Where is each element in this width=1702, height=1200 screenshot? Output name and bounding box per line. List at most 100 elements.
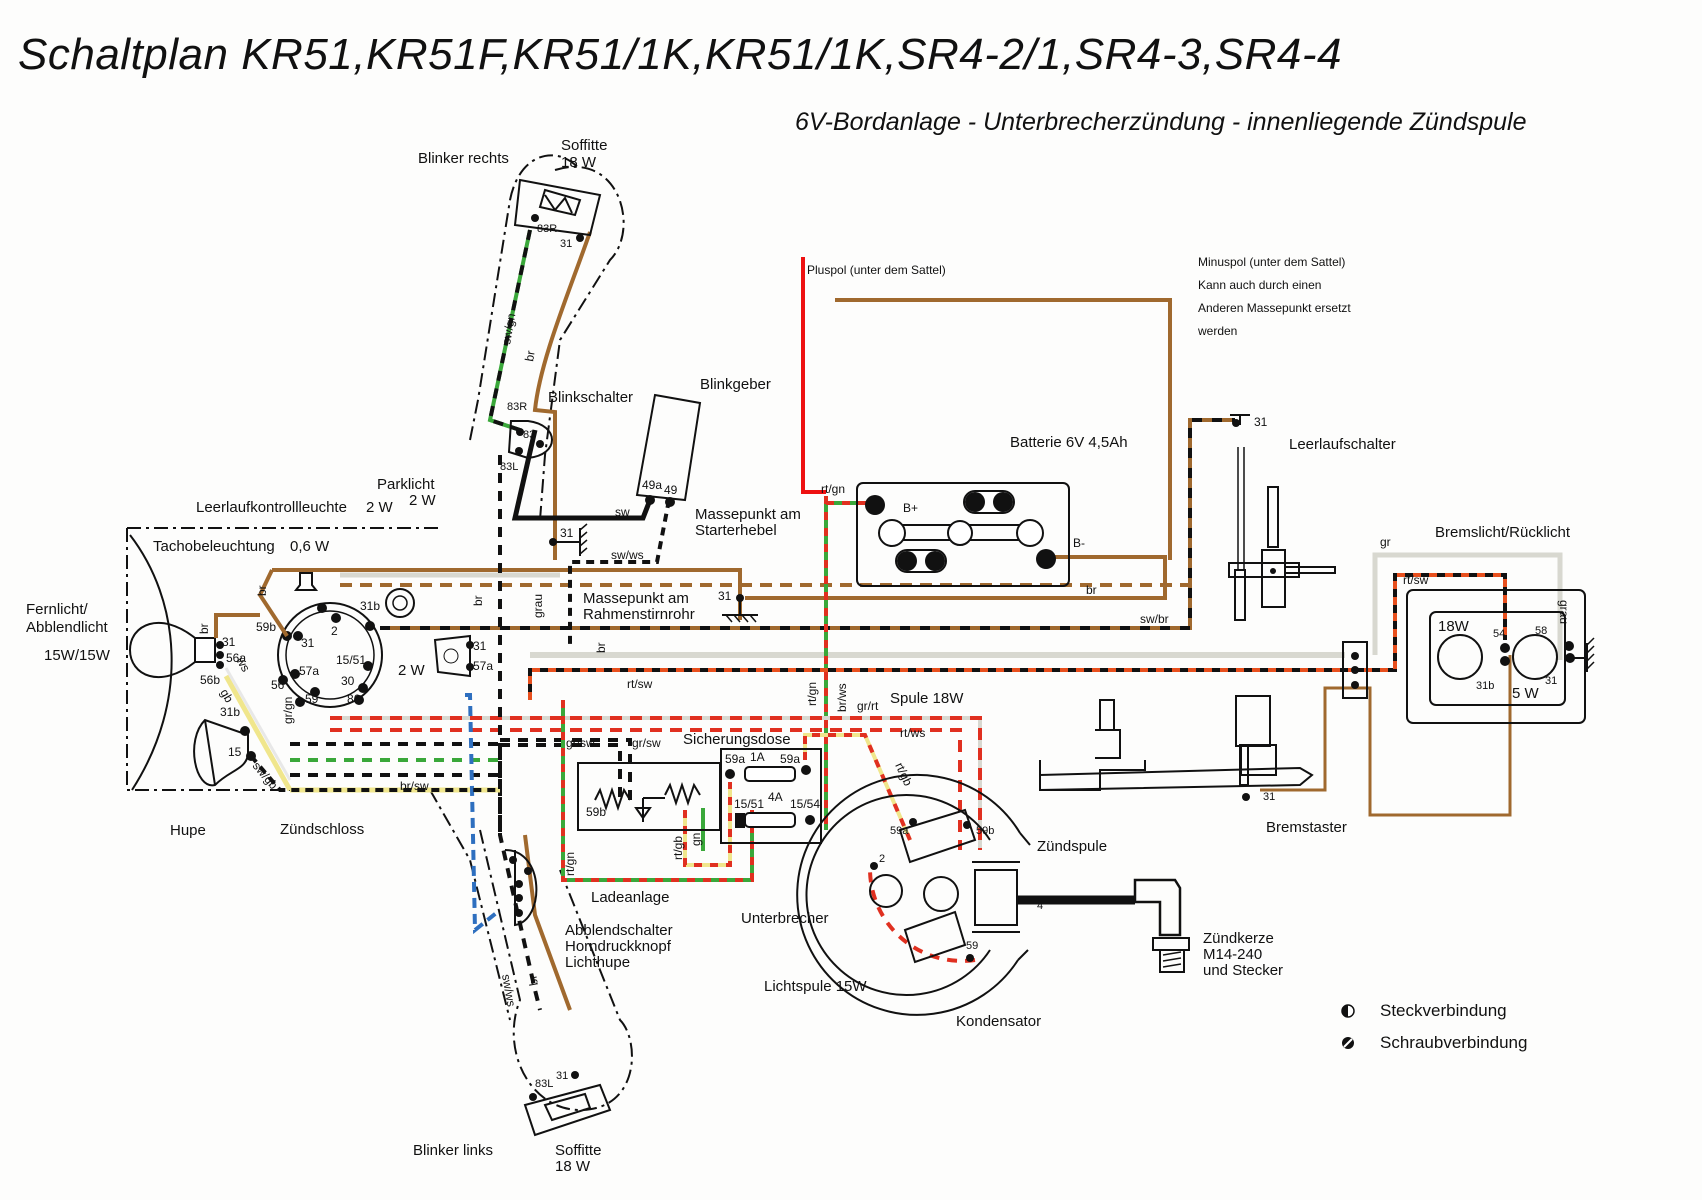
wire-label-br-4: br xyxy=(594,642,608,653)
generator xyxy=(796,773,1031,1016)
wire-label-ws: ws xyxy=(233,654,253,675)
brake-power: 18W xyxy=(1438,618,1470,635)
blinker-right-icon xyxy=(513,178,602,242)
plug-connection-icon xyxy=(1340,1003,1380,1019)
term-31: 31 xyxy=(222,635,236,649)
turn-switch-icon xyxy=(507,420,553,460)
wire-label-rt-gn-low: rt/gn xyxy=(563,852,577,876)
fuse-term-15-51: 15/51 xyxy=(734,797,764,811)
legend: Steckverbindung Schraubverbindung xyxy=(1340,995,1527,1059)
dimmer-switch-icon xyxy=(504,849,538,927)
fuse-4a: 4A xyxy=(768,790,783,804)
wire-label-rt-gb: rt/gb xyxy=(671,836,685,860)
speedo-light-power: 0,6 W xyxy=(290,538,330,555)
legend-screw-label: Schraubverbindung xyxy=(1380,1033,1528,1052)
headlight-power: 15W/15W xyxy=(44,647,111,664)
lock-term-31: 31 xyxy=(301,636,315,650)
charging-label: Ladeanlage xyxy=(591,889,669,906)
spark-plug-icon xyxy=(1133,878,1190,973)
legend-item-plug: Steckverbindung xyxy=(1340,995,1527,1027)
flasher-relay-icon xyxy=(635,393,702,507)
ground-frame-icon xyxy=(722,594,758,623)
wire-label-grau-right: grau xyxy=(1557,600,1571,624)
blinker-right-term-83r: 83R xyxy=(537,223,557,235)
gen-term-59: 59 xyxy=(966,940,978,952)
tail-term-58: 58 xyxy=(1535,625,1547,637)
lock-term-2: 2 xyxy=(331,624,338,638)
speedo-light-label: Tachobeleuchtung xyxy=(153,538,275,555)
fuse-box xyxy=(720,748,822,844)
battery-plus: B+ xyxy=(903,501,918,515)
turn-switch-term-83r: 83R xyxy=(507,401,527,413)
wire-label-sw-ws: sw/ws xyxy=(611,548,644,562)
blinker-left-term-83l: 83L xyxy=(535,1078,553,1090)
ground-starter-label-1: Massepunkt am xyxy=(695,506,801,523)
wire-label-br-1: br xyxy=(255,585,269,596)
wire-label-sw-gn: sw/gn xyxy=(499,312,518,345)
ground-starter-label-2: Starterhebel xyxy=(695,522,777,539)
dimmer-label-2: Horndruckknopf xyxy=(565,938,672,955)
tail-term-31: 31 xyxy=(1545,675,1557,687)
spark-plug-label-2: M14-240 xyxy=(1203,946,1262,963)
wire-label-gr-sw-1: gr/sw xyxy=(566,736,595,750)
dimmer-label-3: Lichthupe xyxy=(565,954,630,971)
wire-label-sw: sw xyxy=(615,505,630,519)
ground-starter-icon xyxy=(549,523,588,556)
capacitor-label: Kondensator xyxy=(956,1013,1041,1030)
parklicht-power: 2 W xyxy=(409,492,437,509)
horn-term-31b: 31b xyxy=(220,705,240,719)
wire-label-rt-gn-mid: rt/gn xyxy=(805,682,819,706)
neutral-switch-icon xyxy=(1228,414,1336,621)
tail-term-54: 54 xyxy=(1493,628,1505,640)
legend-plug-label: Steckverbindung xyxy=(1380,1001,1507,1020)
turn-switch-term-83l: 83L xyxy=(500,461,518,473)
lock-term-86: 86 xyxy=(347,692,361,706)
headlight-label-1: Fernlicht/ xyxy=(26,601,89,618)
parking-light-icon xyxy=(433,634,474,678)
spule-label: Spule 18W xyxy=(890,690,964,707)
blinker-left-power: 18 W xyxy=(555,1158,591,1175)
blinker-left-term-31: 31 xyxy=(556,1070,568,1082)
lock-label: Zündschloss xyxy=(280,821,364,838)
dimmer-label-1: Abblendschalter xyxy=(565,922,673,939)
term-56a: 56a xyxy=(226,651,246,665)
lock-term-59b: 59b xyxy=(256,620,276,634)
gen-term-59b: 59b xyxy=(976,825,994,837)
tail-term-31b: 31b xyxy=(1476,680,1494,692)
minuspol-line2: Kann auch durch einen xyxy=(1198,278,1321,292)
neutral-switch-term: 31 xyxy=(1254,415,1268,429)
lock-term-56: 56 xyxy=(271,678,285,692)
wire-label-grau: grau xyxy=(531,594,545,618)
wire-label-sw-br: sw/br xyxy=(1140,612,1169,626)
minuspol-line3: Anderen Massepunkt ersetzt xyxy=(1198,301,1351,315)
wire-label-gb: gb xyxy=(217,687,236,706)
spark-plug-label-3: und Stecker xyxy=(1203,962,1283,979)
turn-switch-term-83: 83 xyxy=(523,429,535,441)
flasher-label: Blinkgeber xyxy=(700,376,771,393)
blinker-left-bulb: Soffitte xyxy=(555,1142,601,1159)
wire-label-sw-ws-low: sw/ws xyxy=(499,973,518,1008)
fuse-1a: 1A xyxy=(750,750,765,764)
fuse-term-59a-2: 59a xyxy=(780,752,800,766)
fuse-term-59a-1: 59a xyxy=(725,752,745,766)
wire-label-br-top: br xyxy=(522,350,538,363)
tail-light xyxy=(1406,589,1595,724)
screw-connection-icon xyxy=(1340,1035,1380,1051)
turn-switch-label: Blinkschalter xyxy=(548,389,633,406)
lighting-coil-label: Lichtspule 15W xyxy=(764,978,867,995)
headlight-label-2: Abblendlicht xyxy=(26,619,109,636)
lock-term-59: 59 xyxy=(305,692,319,706)
wire-label-br-2: br xyxy=(197,623,211,634)
wire-harness xyxy=(214,229,1563,1011)
term-56b: 56b xyxy=(200,673,220,687)
fuse-box-label: Sicherungsdose xyxy=(683,731,791,748)
wire-label-rt-gn-top: rt/gn xyxy=(821,482,845,496)
breaker-label: Unterbrecher xyxy=(741,910,829,927)
ground-starter-term: 31 xyxy=(560,526,574,540)
flasher-term-49a: 49a xyxy=(642,478,662,492)
battery-label: Batterie 6V 4,5Ah xyxy=(1010,434,1128,451)
neutral-switch-label: Leerlaufschalter xyxy=(1289,436,1396,453)
charging-unit xyxy=(577,762,721,831)
ground-frame-label-1: Massepunkt am xyxy=(583,590,689,607)
minuspol-line4: werden xyxy=(1197,324,1237,338)
